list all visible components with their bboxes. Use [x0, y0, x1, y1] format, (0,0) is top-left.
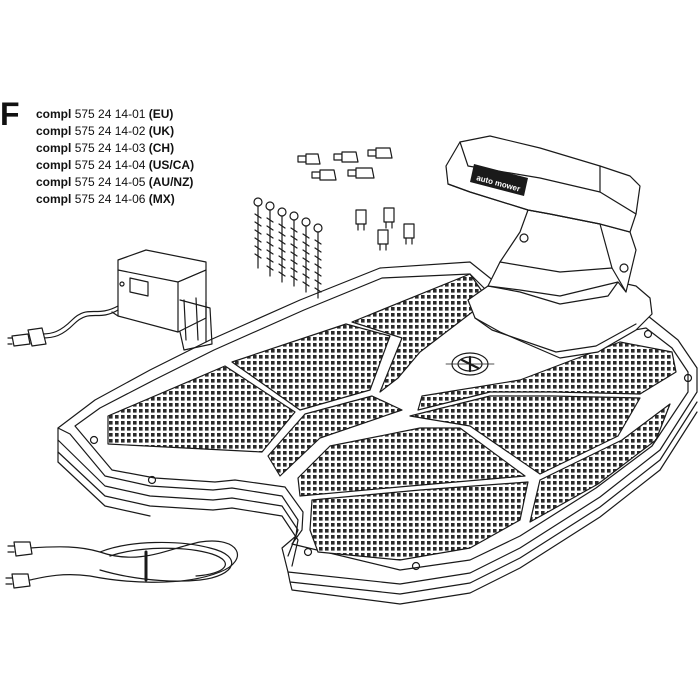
part-row: compl 575 24 14-06 (MX): [36, 192, 175, 206]
peg: [289, 211, 299, 287]
wire-connectors: [297, 147, 393, 181]
cable-clips: [355, 207, 415, 251]
part-row: compl 575 24 14-01 (EU): [36, 107, 174, 121]
connector: [297, 153, 321, 165]
clip: [383, 207, 395, 229]
low-voltage-cable: [5, 540, 239, 589]
connector: [311, 169, 337, 181]
power-cord: [7, 305, 119, 347]
peg: [265, 201, 275, 277]
part-number-list: compl 575 24 14-01 (EU) compl 575 24 14-…: [36, 106, 194, 208]
part-row: compl 575 24 14-05 (AU/NZ): [36, 175, 194, 189]
power-transformer: [111, 249, 213, 351]
clip: [403, 223, 415, 245]
ground-pegs: [253, 197, 323, 299]
clip: [377, 229, 389, 251]
connector: [367, 147, 393, 159]
connector: [333, 151, 359, 163]
part-row: compl 575 24 14-04 (US/CA): [36, 158, 195, 172]
peg: [313, 223, 323, 299]
peg: [277, 207, 287, 283]
section-letter: F: [0, 96, 20, 132]
part-row: compl 575 24 14-02 (UK): [36, 124, 175, 138]
connector: [347, 167, 375, 179]
charging-station: auto mower: [445, 135, 653, 376]
part-row: compl 575 24 14-03 (CH): [36, 141, 175, 155]
peg: [301, 217, 311, 293]
peg: [253, 197, 263, 269]
clip: [355, 209, 367, 231]
